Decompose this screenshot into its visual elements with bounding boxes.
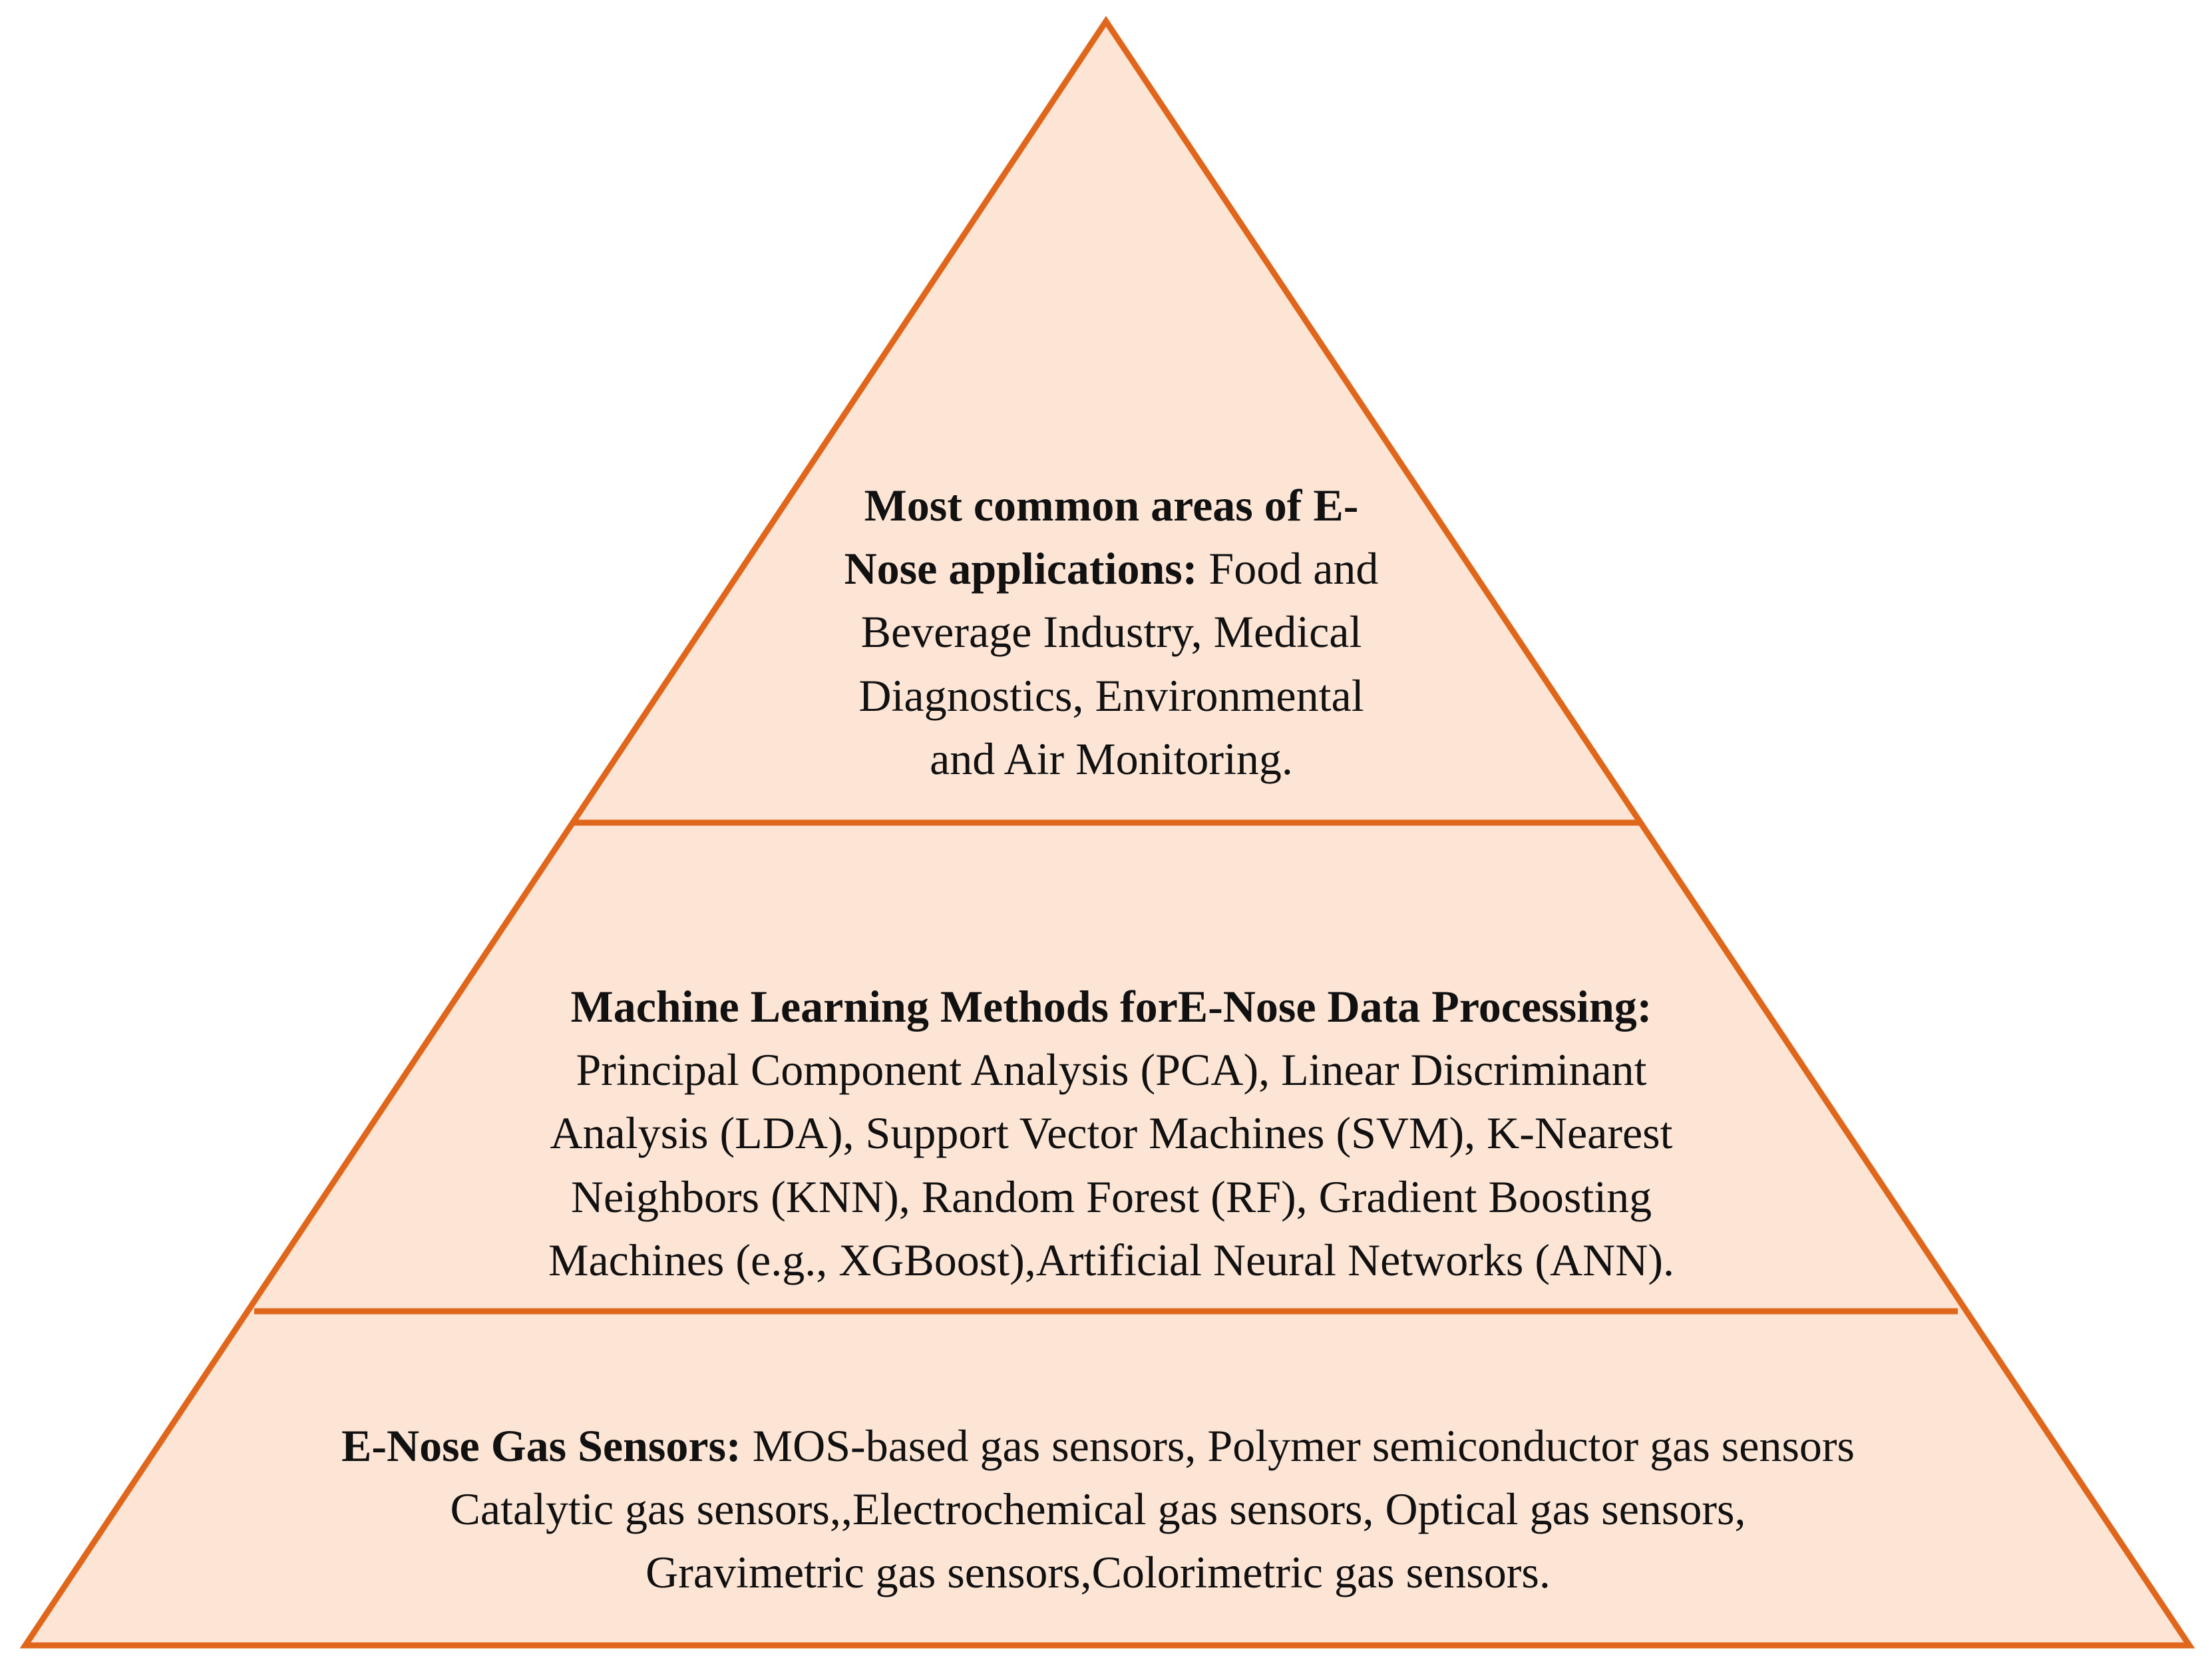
applications-line-5: and Air Monitoring. — [930, 733, 1293, 784]
applications-heading-line-1: Most common areas of E- — [864, 480, 1359, 530]
sensors-line-1-text: MOS-based gas sensors, Polymer semicondu… — [741, 1420, 1855, 1471]
pyramid-outline — [19, 15, 2195, 1649]
tier-applications: Most common areas of E- Nose application… — [752, 474, 1471, 791]
ml-heading: Machine Learning Methods forE-Nose Data … — [570, 981, 1652, 1032]
applications-line-2: Nose applications: Food and — [752, 537, 1471, 600]
sensors-heading: E-Nose Gas Sensors: — [341, 1420, 741, 1471]
sensors-line-3: Gravimetric gas sensors,Colorimetric gas… — [645, 1547, 1551, 1598]
applications-line-4: Diagnostics, Environmental — [858, 670, 1364, 721]
applications-line-2-text: Food and — [1197, 543, 1379, 594]
ml-line-2: Principal Component Analysis (PCA), Line… — [576, 1044, 1647, 1096]
sensors-line-2: Catalytic gas sensors,,Electrochemical g… — [450, 1484, 1746, 1535]
tier-gas-sensors: E-Nose Gas Sensors: MOS-based gas sensor… — [166, 1414, 2030, 1605]
sensors-line-1: E-Nose Gas Sensors: MOS-based gas sensor… — [166, 1414, 2030, 1478]
applications-line-3: Beverage Industry, Medical — [860, 606, 1362, 658]
ml-line-4: Neighbors (KNN), Random Forest (RF), Gra… — [570, 1171, 1652, 1222]
ml-line-5: Machines (e.g., XGBoost),Artificial Neur… — [548, 1234, 1674, 1285]
ml-line-3: Analysis (LDA), Support Vector Machines … — [550, 1108, 1673, 1159]
tier-machine-learning: Machine Learning Methods forE-Nose Data … — [419, 975, 1803, 1292]
applications-heading-line-2: Nose applications: — [844, 543, 1198, 594]
